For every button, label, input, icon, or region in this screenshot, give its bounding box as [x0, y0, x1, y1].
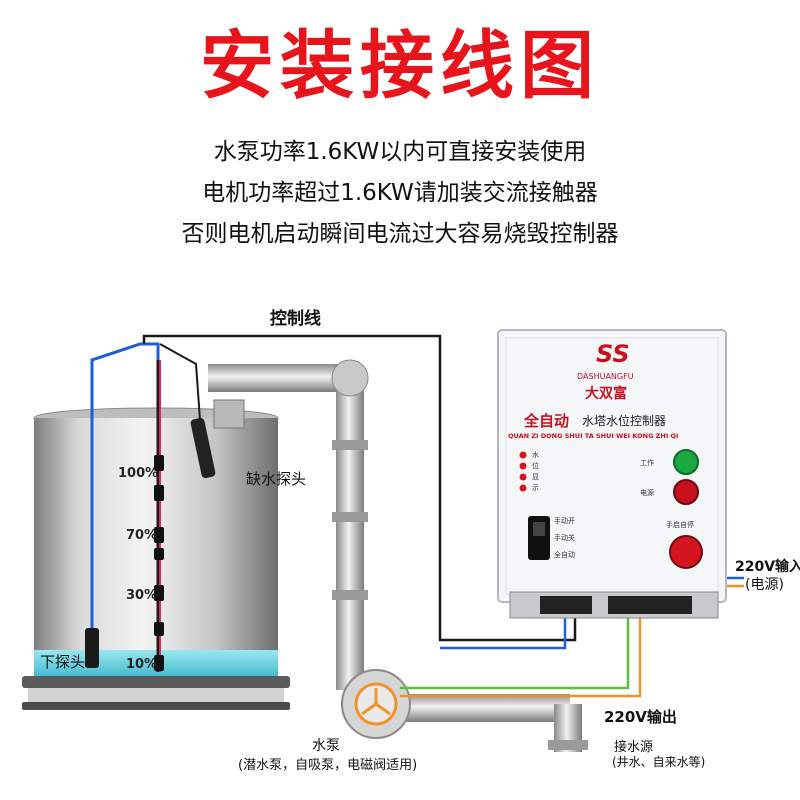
- pump-note: (潜水泵，自吸泵，电磁阀适用): [238, 758, 418, 773]
- level-led-4-label: 示: [532, 484, 539, 492]
- level-led-3-label: 显: [532, 473, 539, 481]
- switch-label-manual-on: 手动开: [554, 517, 575, 525]
- pump: [341, 669, 411, 739]
- brand-en: DASHUANGFU: [577, 372, 634, 381]
- power-in-label: 220V输入: [735, 559, 800, 575]
- brand-logo: SS: [596, 340, 630, 368]
- low-water-probe-label: 缺水探头: [246, 470, 307, 488]
- product-name-red: 全自动: [524, 412, 570, 430]
- low-water-probe: [190, 417, 216, 479]
- level-probe-rod: [154, 360, 164, 672]
- product-pinyin: QUAN ZI DONG SHUI TA SHUI WEI KONG ZHI Q…: [508, 432, 679, 440]
- switch-label-manual-off: 手动关: [554, 534, 575, 542]
- level-100-label: 100%: [118, 466, 159, 481]
- wire-black-probe: [159, 343, 201, 421]
- intro-line-3: 否则电机启动瞬间电流过大容易烧毁控制器: [181, 221, 619, 247]
- wire-green-output: [400, 612, 630, 690]
- lower-probe: [85, 628, 99, 668]
- power-in-note: (电源): [745, 577, 784, 593]
- wire-blue-probe: [90, 342, 160, 628]
- wire-orange-output: [400, 612, 642, 698]
- water-source-note: (井水、自来水等): [612, 755, 706, 769]
- work-indicator-label: 工作: [640, 459, 654, 467]
- reset-button-label: 手启自停: [666, 521, 694, 529]
- product-name-black: 水塔水位控制器: [582, 414, 667, 428]
- level-10-label: 10%: [126, 657, 158, 672]
- power-out-label: 220V输出: [604, 708, 677, 726]
- level-led-1-label: 水: [532, 451, 539, 459]
- level-30-label: 30%: [126, 588, 158, 603]
- wire-blue-control: [440, 612, 567, 650]
- intro-line-1: 水泵功率1.6KW以内可直接安装使用: [213, 139, 587, 165]
- switch-label-auto: 全自动: [554, 551, 575, 559]
- lower-probe-label: 下探头: [40, 653, 86, 671]
- water-source-label: 接水源: [614, 740, 654, 755]
- brand-cn: 大双富: [585, 386, 627, 402]
- wire-black-control: [142, 334, 577, 642]
- power-indicator-label: 电源: [640, 489, 654, 497]
- diagram-title: 安装接线图: [200, 23, 600, 109]
- level-led-2-label: 位: [532, 462, 539, 470]
- controller-box: [497, 329, 727, 619]
- level-70-label: 70%: [126, 528, 158, 543]
- intro-line-2: 电机功率超过1.6KW请加装交流接触器: [202, 180, 598, 206]
- control-line-label: 控制线: [270, 309, 321, 329]
- pump-label: 水泵: [312, 738, 340, 754]
- water-pipe: [208, 359, 588, 752]
